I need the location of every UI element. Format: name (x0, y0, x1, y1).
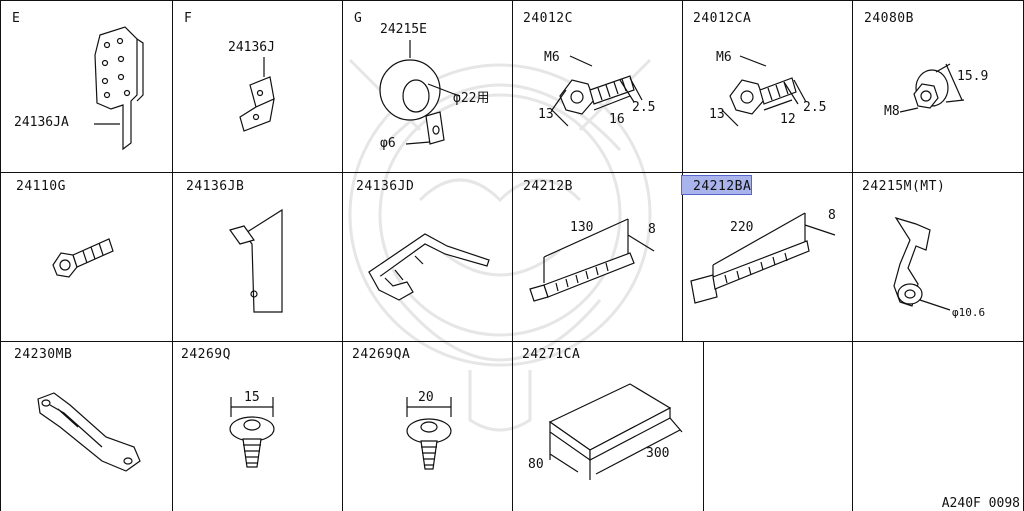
bracket-24136JB-drawing[interactable] (220, 200, 300, 320)
cell-code-G[interactable]: G (354, 11, 363, 26)
bracket-24230MB-drawing[interactable] (30, 385, 150, 480)
leader-24136JA (0, 0, 172, 172)
cell-code-24269QA[interactable]: 24269QA (352, 347, 411, 362)
part-label-8: 8 (648, 222, 656, 237)
clip-24269Q-drawing[interactable] (215, 395, 285, 475)
cell-code-24136JD[interactable]: 24136JD (356, 179, 415, 194)
cell-code-24271CA[interactable]: 24271CA (522, 347, 581, 362)
part-label-2-5-b: 2.5 (803, 100, 827, 115)
cell-code-24212BA[interactable]: 24212BA (693, 179, 752, 194)
cell-code-24012CA[interactable]: 24012CA (693, 11, 752, 26)
cell-code-F[interactable]: F (184, 11, 193, 26)
part-label-20: 20 (418, 390, 434, 405)
diagram-reference-code: A240F 0098 (941, 496, 1020, 511)
part-label-13-b: 13 (709, 107, 725, 122)
cell-code-24012C[interactable]: 24012C (523, 11, 573, 26)
part-label-8-b: 8 (828, 208, 836, 223)
bracket-24136JA-drawing[interactable] (85, 25, 165, 155)
pad-24271CA-drawing[interactable] (520, 370, 700, 500)
part-label-24215E: 24215E (380, 22, 427, 37)
part-label-12: 12 (780, 112, 796, 127)
cable-tie-24212B-drawing[interactable] (520, 205, 680, 315)
cell-code-24230MB[interactable]: 24230MB (14, 347, 73, 362)
cell-code-24110G[interactable]: 24110G (16, 179, 66, 194)
part-label-300: 300 (646, 446, 670, 461)
part-label-m8: M8 (884, 104, 900, 119)
nut-24080B-drawing[interactable] (880, 50, 1000, 130)
clip-24269QA-drawing[interactable] (395, 395, 465, 475)
cell-code-E[interactable]: E (12, 11, 21, 26)
cell-code-24080B[interactable]: 24080B (864, 11, 914, 26)
part-label-80: 80 (528, 457, 544, 472)
part-label-m6: M6 (544, 50, 560, 65)
part-label-220: 220 (730, 220, 754, 235)
bolt-24012C-drawing[interactable] (530, 50, 680, 140)
bracket-24136JD-drawing[interactable] (355, 220, 505, 310)
cell-code-24136JB[interactable]: 24136JB (186, 179, 245, 194)
part-label-16: 16 (609, 112, 625, 127)
part-label-phi10-6: φ10.6 (952, 306, 986, 319)
part-label-15: 15 (244, 390, 260, 405)
cable-tie-24212BA-drawing[interactable] (685, 205, 850, 315)
part-label-phi22: φ22用 (453, 91, 490, 106)
part-label-13: 13 (538, 107, 554, 122)
part-label-2-5: 2.5 (632, 100, 656, 115)
part-label-15-9: 15.9 (957, 69, 989, 84)
cell-code-24215M-MT[interactable]: 24215M(MT) (862, 179, 946, 194)
part-label-phi6: φ6 (380, 136, 396, 151)
cell-code-24269Q[interactable]: 24269Q (181, 347, 231, 362)
clamp-24215M-drawing[interactable] (870, 210, 970, 320)
clip-24136J-drawing[interactable] (230, 55, 290, 140)
selected-part-highlight (681, 175, 752, 195)
clamp-24215E-drawing[interactable] (370, 40, 510, 160)
part-label-24136JA: 24136JA (14, 115, 69, 130)
part-label-m6-b: M6 (716, 50, 732, 65)
bolt-24110G-drawing[interactable] (45, 225, 125, 285)
part-label-24136J: 24136J (228, 40, 275, 55)
bolt-24012CA-drawing[interactable] (700, 50, 850, 140)
part-label-130: 130 (570, 220, 594, 235)
cell-code-24212B[interactable]: 24212B (523, 179, 573, 194)
